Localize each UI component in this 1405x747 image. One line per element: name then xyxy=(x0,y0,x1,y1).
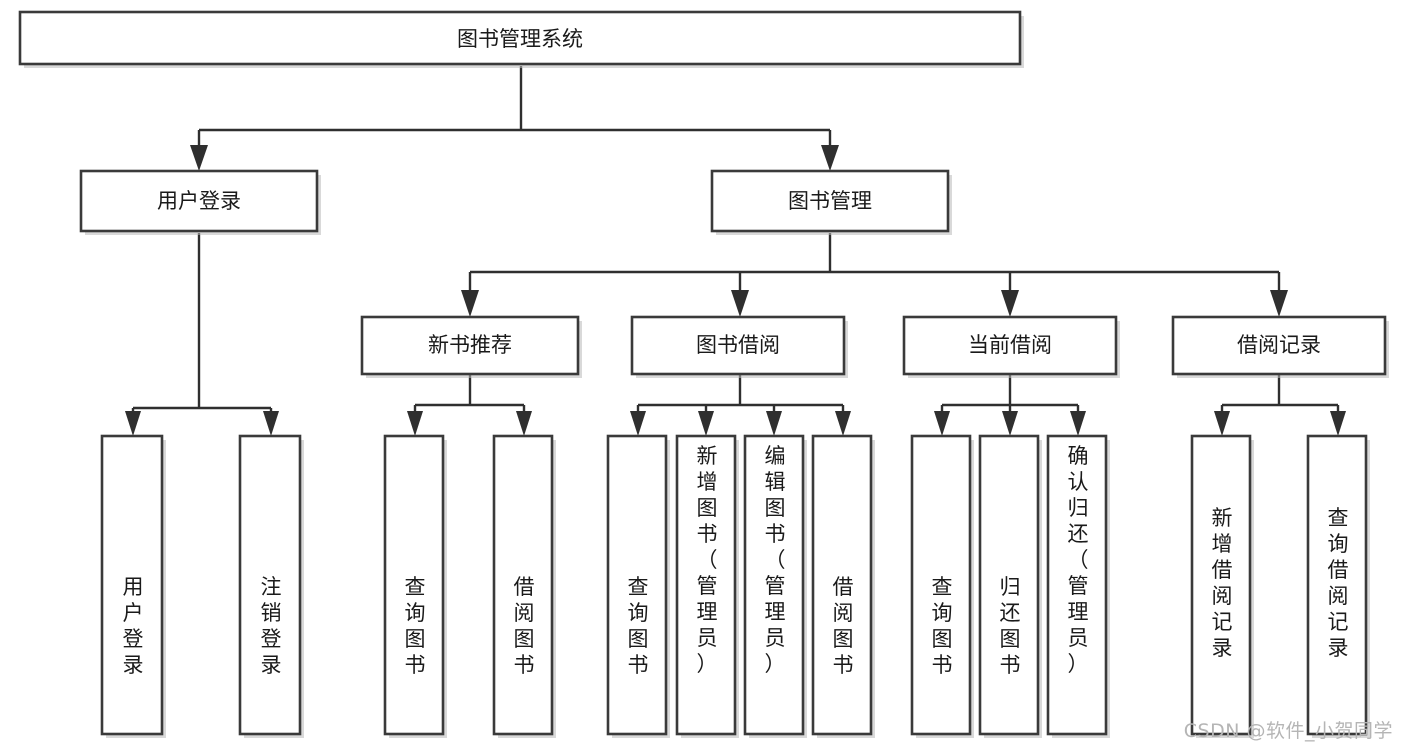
node-l4-11-box[interactable] xyxy=(1046,434,1108,736)
node-l2-bookmgmt[interactable]: 图书管理 xyxy=(710,169,952,235)
connector-layer xyxy=(125,66,1346,436)
node-l4-7-label: 编辑图书（管理员） xyxy=(765,444,786,676)
node-l2-login-box[interactable] xyxy=(79,169,319,233)
node-l4-6-box[interactable] xyxy=(675,434,737,736)
node-l3-newbook-label: 新书推荐 xyxy=(428,333,512,357)
node-l4-8-label: 借阅图书 xyxy=(833,575,854,677)
node-l3-borrow[interactable]: 图书借阅 xyxy=(630,315,848,378)
node-l3-records[interactable]: 借阅记录 xyxy=(1171,315,1389,378)
node-l3-newbook-box[interactable] xyxy=(360,315,580,376)
arrow-head-leaf2 xyxy=(263,411,279,436)
node-l2-login[interactable]: 用户登录 xyxy=(79,169,321,235)
arrow-head-borrow xyxy=(731,290,749,317)
node-l3-records-box[interactable] xyxy=(1171,315,1387,376)
node-l4-9[interactable]: 查询图书 xyxy=(910,434,974,738)
node-l2-bookmgmt-box[interactable] xyxy=(710,169,950,233)
node-l4-1[interactable]: 用户登录 xyxy=(100,434,166,738)
node-l4-10[interactable]: 归还图书 xyxy=(978,434,1042,738)
node-l4-12-label: 新增借阅记录 xyxy=(1212,506,1233,660)
node-l4-5[interactable]: 查询图书 xyxy=(606,434,670,738)
node-l4-6[interactable]: 新增图书（管理员） xyxy=(675,434,739,738)
node-l4-3[interactable]: 查询图书 xyxy=(383,434,447,738)
node-l3-current-box[interactable] xyxy=(902,315,1118,376)
node-l4-4-box[interactable] xyxy=(492,434,554,736)
node-l4-13[interactable]: 查询借阅记录 xyxy=(1306,434,1370,738)
node-l4-6-label: 新增图书（管理员） xyxy=(697,444,718,676)
node-l4-12[interactable]: 新增借阅记录 xyxy=(1190,434,1254,738)
node-l4-7-box[interactable] xyxy=(743,434,805,736)
node-l4-13-box[interactable] xyxy=(1306,434,1368,736)
node-l4-11[interactable]: 确认归还（管理员） xyxy=(1046,434,1110,738)
arrow-head-leaf10 xyxy=(1002,411,1018,436)
arrow-head-records xyxy=(1270,290,1288,317)
arrow-head-leaf13 xyxy=(1330,411,1346,436)
node-l4-9-label: 查询图书 xyxy=(932,575,953,677)
node-l4-10-label: 归还图书 xyxy=(1000,575,1021,677)
node-l4-8-box[interactable] xyxy=(811,434,873,736)
node-l4-11-label: 确认归还（管理员） xyxy=(1068,444,1089,676)
node-l3-current[interactable]: 当前借阅 xyxy=(902,315,1120,378)
csdn-watermark: CSDN @软件_小贺同学 xyxy=(1183,720,1393,742)
node-l4-10-box[interactable] xyxy=(978,434,1040,736)
node-l4-2-box[interactable] xyxy=(238,434,302,736)
node-l4-5-label: 查询图书 xyxy=(628,575,649,677)
arrow-head-leaf12 xyxy=(1214,411,1230,436)
arrow-head-leaf7 xyxy=(766,411,782,436)
arrow-head-leaf9 xyxy=(934,411,950,436)
arrow-head-leaf11 xyxy=(1070,411,1086,436)
node-l3-borrow-label: 图书借阅 xyxy=(696,333,780,357)
node-l4-2-label: 注销登录 xyxy=(261,575,282,677)
node-l2-login-label: 用户登录 xyxy=(157,189,241,213)
node-l4-3-label: 查询图书 xyxy=(405,575,426,677)
node-root-box[interactable] xyxy=(18,10,1022,66)
arrow-head-current xyxy=(1001,290,1019,317)
node-l4-7[interactable]: 编辑图书（管理员） xyxy=(743,434,807,738)
arrow-head-leaf6 xyxy=(698,411,714,436)
arrow-head-newbook xyxy=(461,290,479,317)
node-l4-4[interactable]: 借阅图书 xyxy=(492,434,556,738)
node-l4-2[interactable]: 注销登录 xyxy=(238,434,304,738)
node-l4-13-label: 查询借阅记录 xyxy=(1328,506,1349,660)
node-root-label: 图书管理系统 xyxy=(457,27,583,51)
node-root[interactable]: 图书管理系统 xyxy=(18,10,1024,68)
node-l3-borrow-box[interactable] xyxy=(630,315,846,376)
node-l4-1-label: 用户登录 xyxy=(123,575,144,677)
arrow-head-leaf8 xyxy=(835,411,851,436)
node-l4-4-label: 借阅图书 xyxy=(514,575,535,677)
node-l4-12-box[interactable] xyxy=(1190,434,1252,736)
arrow-head-login xyxy=(190,145,208,171)
arrow-head-leaf4 xyxy=(516,411,532,436)
node-l4-5-box[interactable] xyxy=(606,434,668,736)
arrow-head-bookmgmt xyxy=(821,145,839,171)
node-l3-current-label: 当前借阅 xyxy=(968,333,1052,357)
node-l4-1-box[interactable] xyxy=(100,434,164,736)
node-l4-3-box[interactable] xyxy=(383,434,445,736)
node-l3-records-label: 借阅记录 xyxy=(1237,333,1321,357)
arrow-head-leaf3 xyxy=(407,411,423,436)
node-l4-8[interactable]: 借阅图书 xyxy=(811,434,875,738)
node-l2-bookmgmt-label: 图书管理 xyxy=(788,189,872,213)
node-l4-9-box[interactable] xyxy=(910,434,972,736)
arrow-head-leaf5 xyxy=(630,411,646,436)
arrow-head-leaf1 xyxy=(125,411,141,436)
node-l3-newbook[interactable]: 新书推荐 xyxy=(360,315,582,378)
